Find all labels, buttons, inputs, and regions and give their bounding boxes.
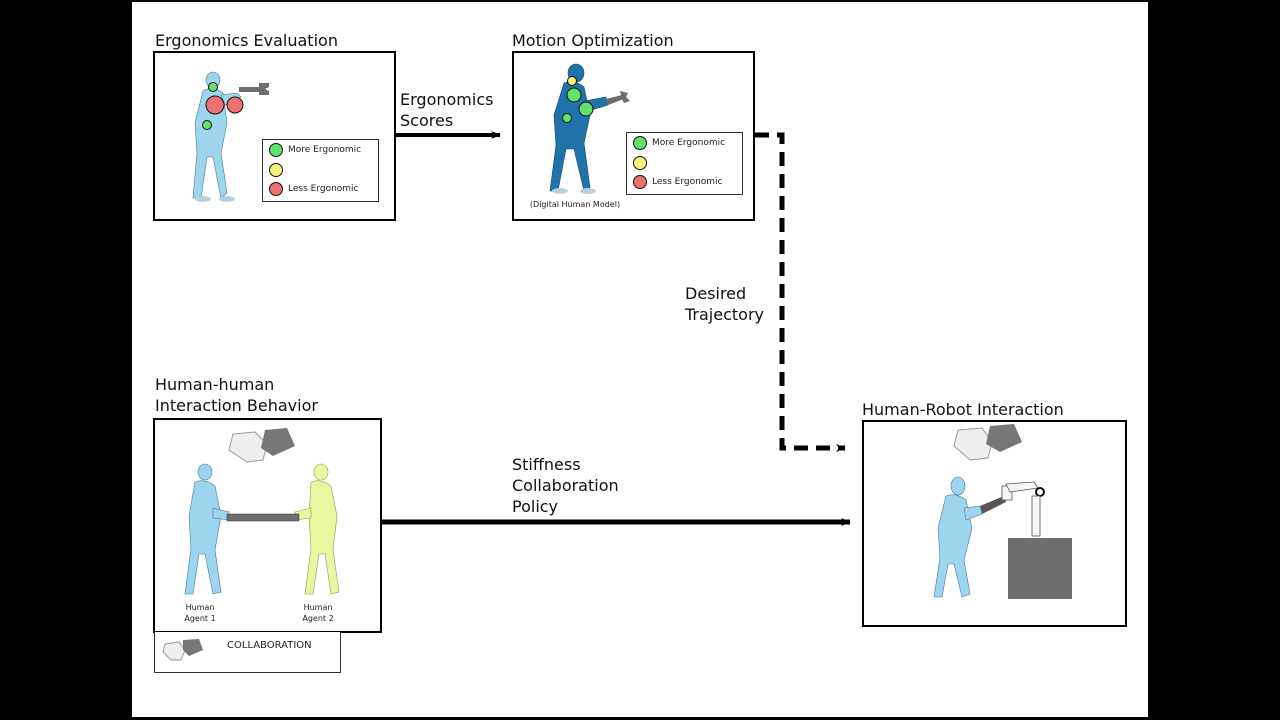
human-agent-2-figure bbox=[294, 463, 340, 595]
robot-base-box bbox=[1008, 538, 1072, 599]
agent-2-label-2: Agent 2 bbox=[302, 614, 334, 623]
yellow-dot-icon bbox=[269, 163, 283, 177]
panel-title-motion-optimization: Motion Optimization bbox=[512, 31, 674, 50]
legend-label: Less Ergonomic bbox=[652, 177, 723, 187]
legend-item-more: More Ergonomic bbox=[633, 136, 725, 150]
green-dot-icon bbox=[633, 136, 647, 150]
handshake-icon bbox=[228, 428, 295, 463]
arrow-label-scores-2: Scores bbox=[400, 111, 454, 130]
digital-human-model-caption: (Digital Human Model) bbox=[529, 200, 621, 209]
panel-motion-optimization: (Digital Human Model) More Ergonomic Les… bbox=[512, 51, 755, 221]
human-figure-dark bbox=[549, 63, 630, 194]
arrow-label-trajectory-1: Desired bbox=[685, 284, 747, 303]
green-dot-icon bbox=[269, 143, 283, 157]
human-figure-light bbox=[192, 71, 269, 202]
collaboration-label: COLLABORATION bbox=[227, 640, 312, 651]
ergonomics-legend: More Ergonomic Less Ergonomic bbox=[262, 139, 379, 202]
human-agent-1-figure bbox=[184, 463, 230, 595]
handshake-icon bbox=[953, 424, 1022, 461]
legend-item-mid bbox=[269, 163, 288, 177]
legend-label: More Ergonomic bbox=[288, 145, 362, 155]
human-figure bbox=[933, 476, 983, 598]
arrow-label-policy-1: Stiffness bbox=[512, 455, 581, 474]
agent-1-label-1: Human bbox=[185, 603, 215, 612]
human-human-scene bbox=[184, 428, 340, 595]
agent-1-label-2: Agent 1 bbox=[184, 614, 216, 623]
panel-human-human: Human Agent 1 Human Agent 2 bbox=[153, 418, 382, 633]
agent-2-label-1: Human bbox=[303, 603, 333, 612]
legend-item-more: More Ergonomic bbox=[269, 143, 361, 157]
panel-ergonomics-evaluation: More Ergonomic Less Ergonomic bbox=[153, 51, 396, 221]
panel-title-human-human-2: Interaction Behavior bbox=[155, 396, 318, 415]
collaboration-tag: COLLABORATION bbox=[154, 632, 341, 673]
panel-title-human-robot: Human-Robot Interaction bbox=[862, 400, 1064, 419]
red-dot-icon bbox=[269, 182, 283, 196]
panel-human-robot bbox=[862, 420, 1127, 627]
human-robot-scene bbox=[933, 424, 1072, 599]
shared-bar bbox=[226, 513, 300, 522]
yellow-dot-icon bbox=[633, 156, 647, 170]
trajectory-arrow bbox=[755, 132, 846, 452]
legend-item-mid bbox=[633, 156, 652, 170]
wrench-tool bbox=[980, 496, 1006, 514]
legend-item-less: Less Ergonomic bbox=[633, 175, 723, 189]
arrow-label-policy-2: Collaboration bbox=[512, 476, 619, 495]
legend-label: More Ergonomic bbox=[652, 138, 726, 148]
panel-title-ergonomics-evaluation: Ergonomics Evaluation bbox=[155, 31, 338, 50]
handshake-small-icon bbox=[162, 639, 203, 661]
red-dot-icon bbox=[633, 175, 647, 189]
arrow-label-trajectory-2: Trajectory bbox=[685, 305, 764, 324]
motion-legend: More Ergonomic Less Ergonomic bbox=[626, 132, 743, 195]
panel-title-human-human-1: Human-human bbox=[155, 375, 275, 394]
arrow-label-scores-1: Ergonomics bbox=[400, 90, 494, 109]
legend-item-less: Less Ergonomic bbox=[269, 182, 359, 196]
arrow-label-policy-3: Policy bbox=[512, 497, 559, 516]
legend-label: Less Ergonomic bbox=[288, 184, 359, 194]
robot-arm bbox=[1001, 481, 1045, 537]
